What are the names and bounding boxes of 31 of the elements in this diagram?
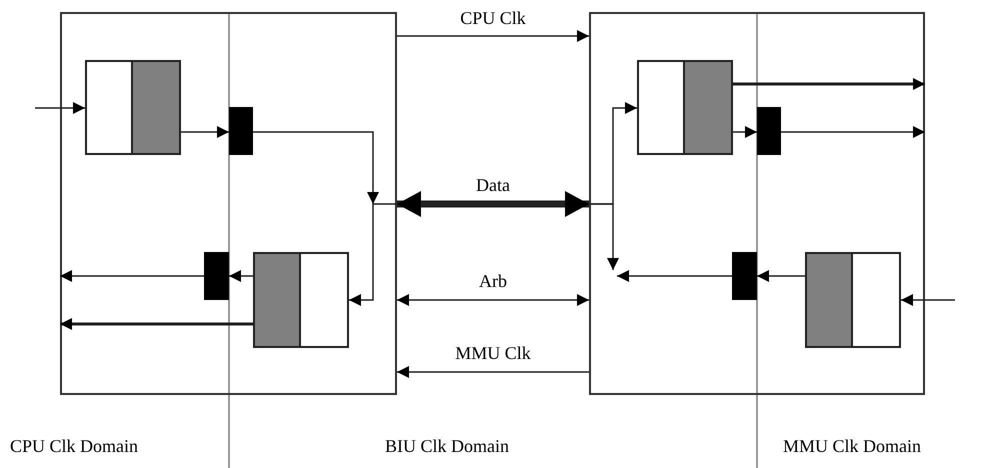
arrow (60, 270, 204, 282)
arrow (181, 126, 229, 138)
double-arrow (397, 191, 589, 217)
module-box (589, 12, 925, 395)
synchronizer-block (204, 252, 229, 300)
arrow (397, 30, 589, 42)
arrow (349, 203, 397, 306)
register-box (637, 60, 733, 155)
arrow (60, 318, 253, 330)
register-box (805, 252, 901, 348)
arrow (733, 126, 757, 138)
arrow (35, 102, 85, 114)
arrow (589, 203, 619, 270)
domain-label: BIU Clk Domain (385, 436, 509, 456)
synchronizer-block (732, 252, 757, 300)
arrow (733, 78, 925, 90)
arrow (229, 270, 253, 282)
register-box (253, 252, 349, 348)
arrow (397, 366, 589, 378)
double-arrow (397, 294, 589, 306)
module-box (60, 12, 397, 395)
synchronizer-block (757, 107, 781, 155)
arrow (781, 126, 925, 138)
arrow (901, 294, 955, 306)
arrow (757, 270, 805, 282)
arrow (253, 131, 379, 204)
domain-label: CPU Clk Domain (10, 436, 138, 456)
domain-label: MMU Clk Domain (783, 436, 922, 456)
register-box (85, 60, 181, 155)
arrow (617, 270, 732, 282)
synchronizer-block (229, 107, 253, 155)
